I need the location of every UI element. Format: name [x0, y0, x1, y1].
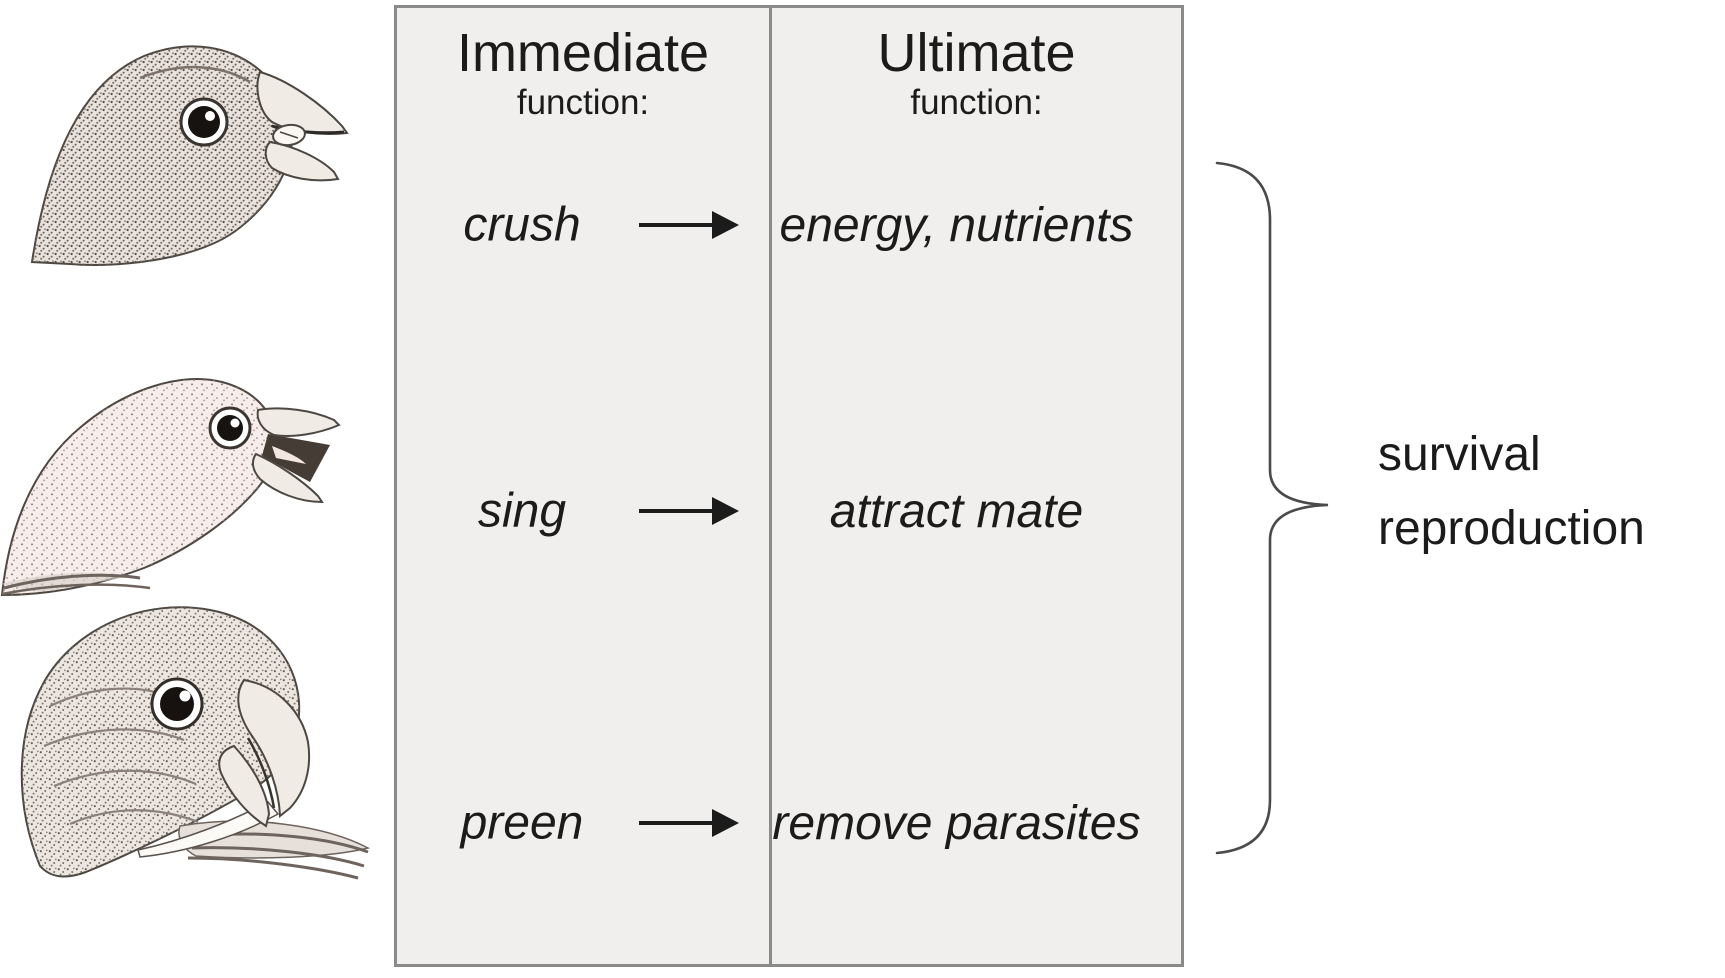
ultimate-row-mate: attract mate: [772, 479, 1181, 543]
ultimate-row-parasites: remove parasites: [772, 791, 1181, 855]
right-arrow-icon: [639, 211, 739, 239]
column-divider: [769, 8, 772, 964]
ultimate-function-label: attract mate: [829, 484, 1084, 538]
ultimate-column-header: Ultimate function:: [772, 24, 1181, 124]
ultimate-function-label: remove parasites: [772, 796, 1141, 850]
bird-preening-illustration: [20, 606, 371, 880]
right-arrow-icon: [639, 497, 739, 525]
ultimate-row-energy: energy, nutrients: [772, 193, 1181, 257]
ultimate-function-label: energy, nutrients: [779, 198, 1134, 252]
right-arrow-icon: [639, 809, 739, 837]
immediate-column-title: Immediate: [456, 23, 710, 83]
immediate-row-crush: crush: [397, 193, 769, 257]
immediate-behavior-label: preen: [460, 796, 584, 850]
bird-singing-illustration: [0, 378, 341, 597]
immediate-behavior-label: crush: [463, 198, 581, 252]
outcome-line-reproduction: reproduction: [1378, 502, 1645, 555]
ultimate-function-column: Ultimate function:: [772, 8, 1181, 964]
ultimate-column-subtitle: function:: [910, 83, 1043, 122]
bird-crushing-seed-illustration: [30, 45, 349, 266]
immediate-row-preen: preen: [397, 791, 769, 855]
ultimate-column-title: Ultimate: [877, 23, 1076, 83]
immediate-column-header: Immediate function:: [397, 24, 769, 124]
immediate-behavior-label: sing: [477, 484, 567, 538]
survival-reproduction-label: survival reproduction: [1378, 418, 1645, 566]
immediate-column-subtitle: function:: [516, 83, 650, 122]
immediate-function-column: Immediate function: crush sing preen: [397, 8, 769, 964]
function-table-panel: Immediate function: crush sing preen Ult…: [394, 5, 1184, 967]
right-curly-brace: [1215, 161, 1329, 855]
outcome-line-survival: survival: [1378, 428, 1541, 481]
immediate-row-sing: sing: [397, 479, 769, 543]
